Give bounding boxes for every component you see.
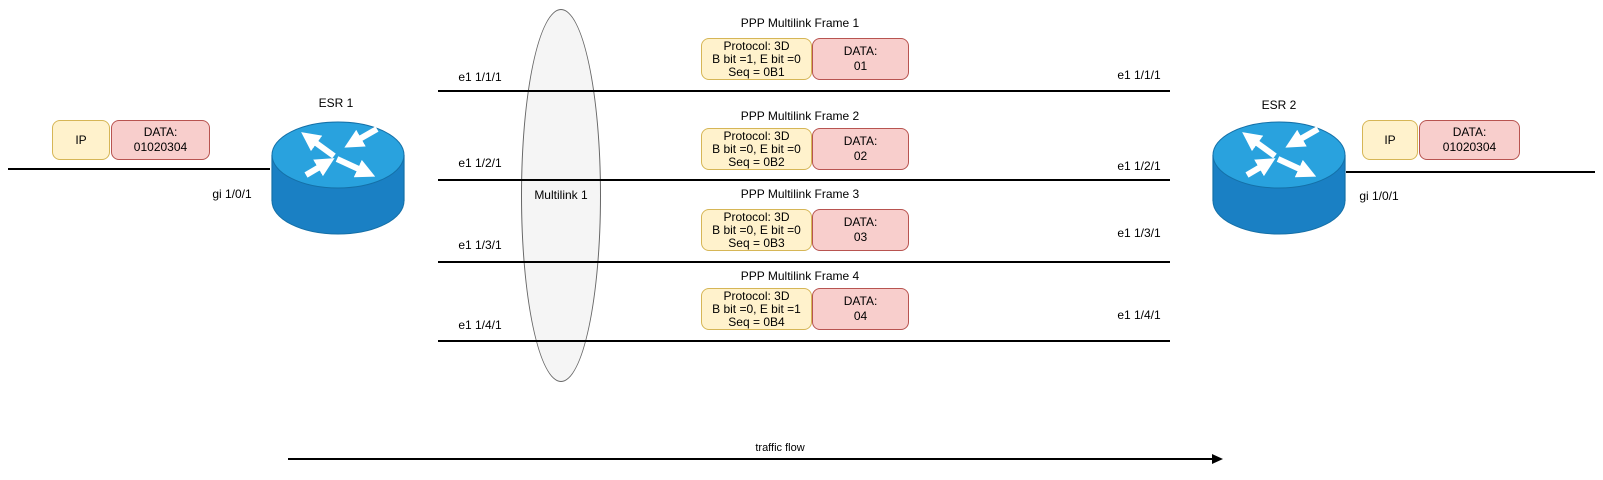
data-label: DATA: [843, 134, 878, 148]
seq-line: Seq = 0B4 [728, 314, 785, 329]
link4-left-label: e1 1/4/1 [458, 318, 502, 332]
traffic-flow-line [288, 458, 1212, 460]
protocol-line: Protocol: 3D [723, 209, 790, 224]
seq-line: Seq = 0B3 [728, 235, 785, 250]
frame2-data-box[interactable]: DATA: 02 [812, 128, 909, 170]
link-line-1 [438, 90, 1170, 92]
right-interface-label: gi 1/0/1 [1359, 189, 1399, 203]
frame2-protocol-box[interactable]: Protocol: 3D B bit =0, E bit =0 Seq = 0B… [701, 128, 812, 170]
link2-right-label: e1 1/2/1 [1117, 159, 1161, 173]
seq-line: Seq = 0B1 [728, 64, 785, 79]
left-trunk-line [8, 168, 270, 170]
router-arrows-icon [1242, 126, 1320, 178]
link2-left-label: e1 1/2/1 [458, 156, 502, 170]
multilink-bundle-ellipse[interactable] [521, 9, 601, 382]
router-icon-esr1[interactable] [270, 117, 406, 237]
data-value: 04 [853, 309, 868, 323]
frame4-title: PPP Multilink Frame 4 [740, 269, 860, 283]
data-value: 01020304 [1442, 140, 1497, 154]
router-name-esr2: ESR 2 [1261, 98, 1297, 112]
bits-line: B bit =0, E bit =0 [712, 141, 801, 156]
traffic-flow-label: traffic flow [755, 442, 805, 454]
bits-line: B bit =0, E bit =0 [712, 222, 801, 237]
left-data-box[interactable]: DATA: 01020304 [111, 120, 210, 160]
data-value: 01020304 [133, 140, 188, 154]
frame3-data-box[interactable]: DATA: 03 [812, 209, 909, 251]
right-trunk-line [1346, 171, 1595, 173]
bits-line: B bit =1, E bit =0 [712, 51, 801, 66]
bits-line: B bit =0, E bit =1 [712, 301, 801, 316]
link-line-2 [438, 179, 1170, 181]
left-ip-header-box[interactable]: IP [52, 120, 110, 160]
ip-header-label: IP [1384, 132, 1396, 147]
data-value: 02 [853, 149, 868, 163]
frame4-protocol-box[interactable]: Protocol: 3D B bit =0, E bit =1 Seq = 0B… [701, 288, 812, 330]
traffic-flow-arrowhead-icon [1212, 454, 1223, 464]
data-value: 03 [853, 230, 868, 244]
data-label: DATA: [1452, 125, 1487, 139]
protocol-line: Protocol: 3D [723, 128, 790, 143]
right-data-box[interactable]: DATA: 01020304 [1419, 120, 1520, 160]
frame3-title: PPP Multilink Frame 3 [740, 187, 860, 201]
link-line-3 [438, 261, 1170, 263]
seq-line: Seq = 0B2 [728, 154, 785, 169]
frame3-protocol-box[interactable]: Protocol: 3D B bit =0, E bit =0 Seq = 0B… [701, 209, 812, 251]
data-label: DATA: [843, 215, 878, 229]
data-label: DATA: [843, 294, 878, 308]
data-value: 01 [853, 59, 868, 73]
right-ip-header-box[interactable]: IP [1362, 120, 1418, 160]
data-label: DATA: [843, 44, 878, 58]
multilink-label: Multilink 1 [534, 188, 588, 202]
protocol-line: Protocol: 3D [723, 288, 790, 303]
left-interface-label: gi 1/0/1 [212, 187, 252, 201]
link3-left-label: e1 1/3/1 [458, 238, 502, 252]
frame2-title: PPP Multilink Frame 2 [740, 109, 860, 123]
ip-header-label: IP [75, 132, 87, 147]
router-name-esr1: ESR 1 [318, 96, 354, 110]
frame1-title: PPP Multilink Frame 1 [740, 16, 860, 30]
frame4-data-box[interactable]: DATA: 04 [812, 288, 909, 330]
link1-left-label: e1 1/1/1 [458, 70, 502, 84]
frame1-data-box[interactable]: DATA: 01 [812, 38, 909, 80]
link4-right-label: e1 1/4/1 [1117, 308, 1161, 322]
protocol-line: Protocol: 3D [723, 38, 790, 53]
router-icon-esr2[interactable] [1211, 117, 1347, 237]
link3-right-label: e1 1/3/1 [1117, 226, 1161, 240]
router-arrows-icon [301, 126, 379, 178]
link-line-4 [438, 340, 1170, 342]
data-label: DATA: [143, 125, 178, 139]
link1-right-label: e1 1/1/1 [1117, 68, 1161, 82]
frame1-protocol-box[interactable]: Protocol: 3D B bit =1, E bit =0 Seq = 0B… [701, 38, 812, 80]
